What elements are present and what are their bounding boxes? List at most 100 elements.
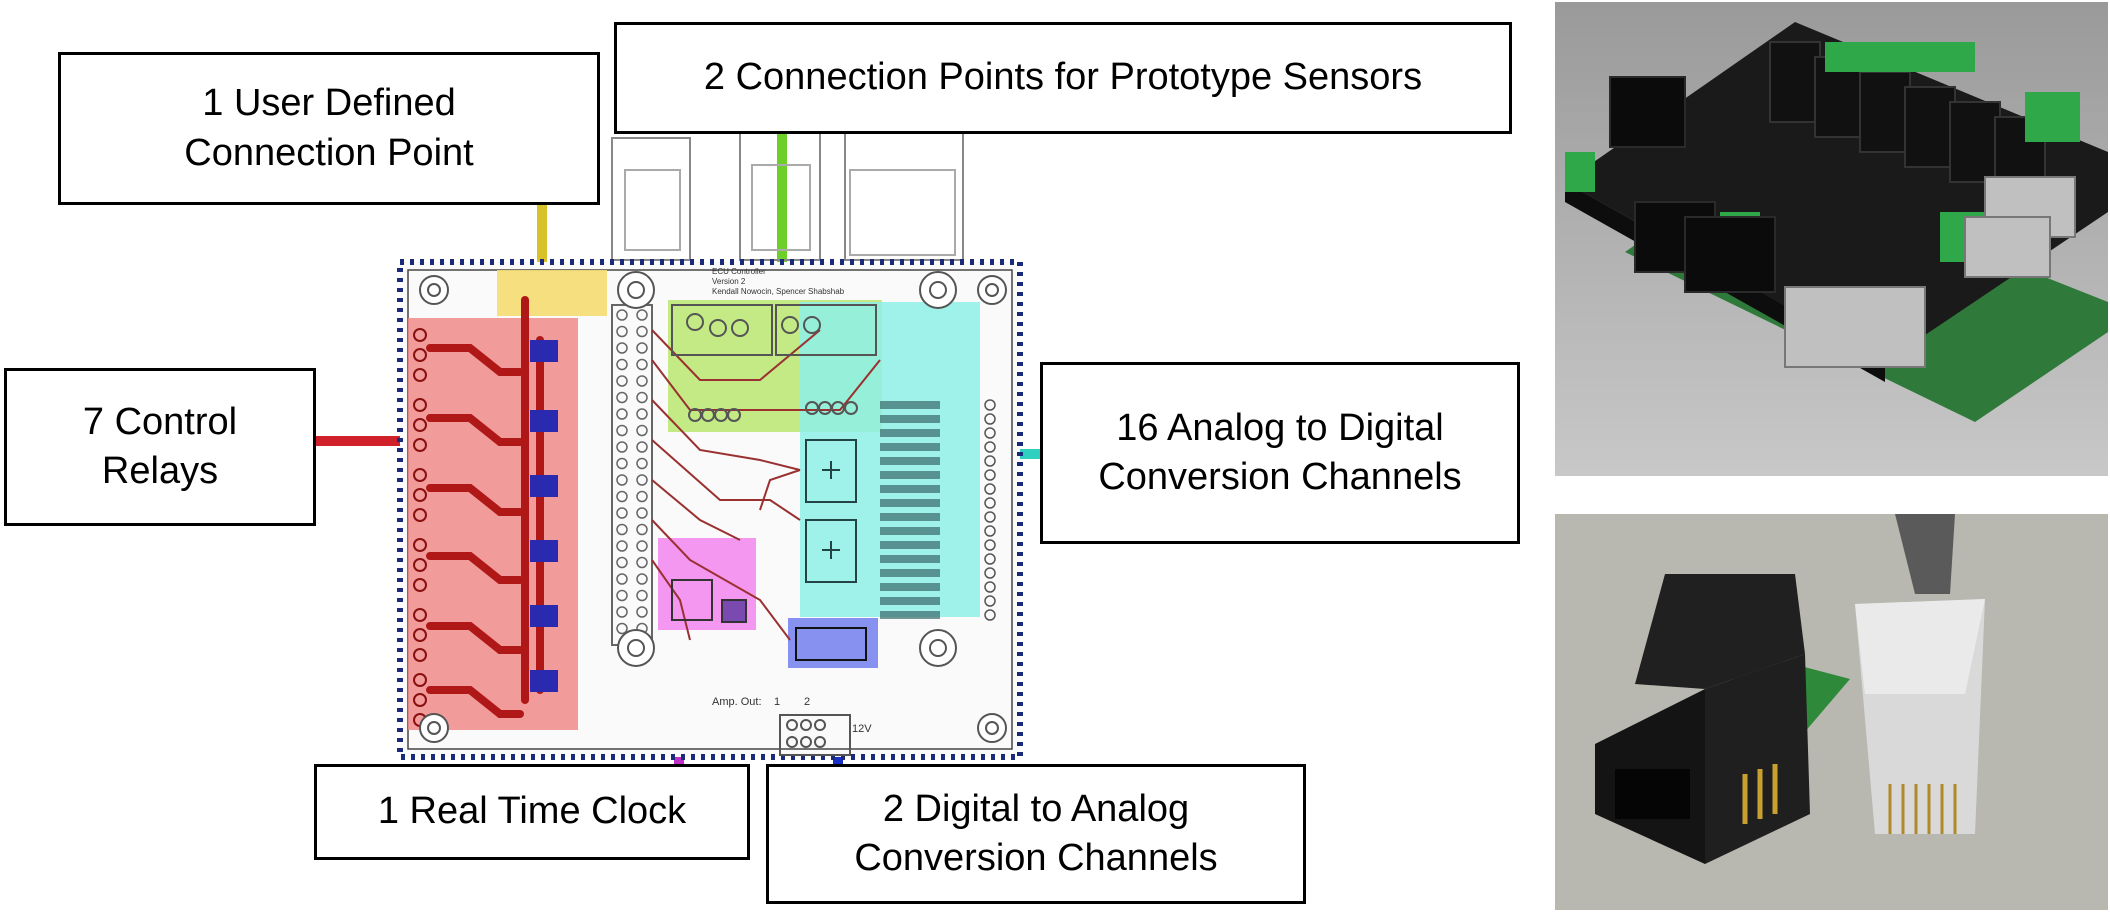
callout-adc-line1: 16 Analog to Digital: [1116, 406, 1444, 449]
adc-channel-row: [880, 583, 940, 591]
adc-channel-row: [880, 555, 940, 563]
adc-channel-row: [880, 527, 940, 535]
relays-leader: [314, 436, 406, 446]
relay-chips: [530, 340, 558, 692]
header-pin: [636, 408, 648, 420]
header-pin: [636, 523, 648, 536]
adc-channel-row: [880, 401, 940, 409]
header-pin: [636, 556, 648, 569]
adc-channel-row: [880, 611, 940, 619]
header-pin: [616, 325, 628, 338]
adc-terminal: [984, 539, 996, 551]
pcb-layout-diagram: ECU Controller Version 2 Kendall Nowocin…: [397, 131, 1023, 760]
header-pin: [616, 342, 628, 354]
header-pin: [616, 589, 628, 602]
gpio-header-pins: [616, 309, 648, 635]
callout-adc-line2: Conversion Channels: [1098, 456, 1462, 498]
header-pin: [616, 391, 628, 404]
adc-channel-row: [880, 597, 940, 605]
amp-out-2: 2: [804, 696, 810, 708]
adc-terminal: [984, 399, 996, 411]
adc-channel-row: [880, 485, 940, 493]
adc-terminal: [984, 469, 996, 481]
callout-real-time-clock: 1 Real Time Clock: [314, 764, 750, 860]
output-connector: [779, 714, 851, 756]
header-pin: [616, 556, 628, 569]
header-pin: [636, 309, 648, 321]
board-authors: Kendall Nowocin, Spencer Shabshab: [712, 287, 845, 296]
adc-terminal: [984, 567, 996, 579]
header-pin: [616, 309, 628, 321]
header-pin: [636, 441, 648, 453]
callout-prototype-sensors-line1: 2 Connection Points for Prototype Sensor…: [703, 56, 1423, 99]
user-defined-leader: [537, 205, 547, 295]
callout-adc-channels: 16 Analog to Digital Conversion Channels: [1040, 362, 1520, 544]
callout-relays-line1: 7 Control: [82, 400, 238, 443]
header-pin: [616, 573, 628, 585]
header-pin: [616, 507, 628, 519]
sensors-leader: [777, 132, 787, 317]
amp-out-label: Amp. Out:: [712, 696, 762, 708]
header-pin: [616, 540, 628, 552]
user-defined-region: [497, 270, 607, 316]
photo-assembled-board: [1555, 2, 2108, 476]
header-pin: [616, 375, 628, 387]
adc-terminal: [984, 595, 996, 607]
adc-leader: [1010, 449, 1040, 459]
header-pin: [636, 589, 648, 602]
adc-terminal: [984, 455, 996, 467]
header-pin: [616, 457, 628, 470]
header-pin: [636, 606, 648, 618]
mounting-holes: [419, 271, 1007, 743]
header-pin: [616, 441, 628, 453]
photo-connector-closeup: [1555, 514, 2108, 910]
header-pin: [636, 540, 648, 552]
rj45-outline-group: [611, 131, 964, 261]
adc-terminal: [984, 609, 996, 621]
adc-terminal: [984, 553, 996, 565]
adc-terminal: [984, 441, 996, 453]
relay-traces: [426, 296, 544, 718]
adc-terminal: [984, 511, 996, 523]
header-pin: [616, 523, 628, 536]
header-pin: [636, 391, 648, 404]
rtc-chip: [671, 579, 747, 623]
adc-channel-row: [880, 541, 940, 549]
adc-chips: [805, 439, 857, 583]
header-pin: [616, 622, 628, 635]
board-title: ECU Controller: [712, 267, 766, 276]
header-pin: [636, 358, 648, 371]
callout-dac-line1: 2 Digital to Analog: [882, 787, 1190, 830]
callout-user-defined-line1: 1 User Defined: [202, 82, 456, 125]
adc-channel-rows: [880, 399, 996, 621]
adc-terminal: [984, 497, 996, 509]
callout-user-defined-line2: Connection Point: [184, 131, 474, 174]
adc-channel-row: [880, 569, 940, 577]
adc-channel-row: [880, 513, 940, 521]
adc-terminal: [984, 413, 996, 425]
header-pin: [636, 325, 648, 338]
header-pin: [616, 490, 628, 503]
callout-dac-line2: Conversion Channels: [854, 837, 1218, 879]
relays-region: [408, 318, 578, 730]
adc-channel-row: [880, 457, 940, 465]
header-pin: [616, 474, 628, 486]
adc-channel-row: [880, 415, 940, 423]
callout-relays-line2: Relays: [101, 450, 219, 492]
header-pin: [636, 424, 648, 437]
adc-terminal: [984, 483, 996, 495]
header-pin: [636, 474, 648, 486]
callout-prototype-sensors: 2 Connection Points for Prototype Sensor…: [614, 22, 1512, 134]
header-pin: [636, 457, 648, 470]
header-pin: [616, 358, 628, 371]
callout-rtc-line1: 1 Real Time Clock: [377, 790, 687, 833]
header-pin: [636, 490, 648, 503]
sensor-terminal-blocks: [671, 304, 877, 422]
header-pin: [616, 424, 628, 437]
adc-terminal: [984, 581, 996, 593]
header-pin: [616, 408, 628, 420]
header-pin: [616, 606, 628, 618]
header-pin: [636, 375, 648, 387]
voltage-label: 12V: [852, 723, 872, 735]
board-version: Version 2: [712, 277, 746, 286]
